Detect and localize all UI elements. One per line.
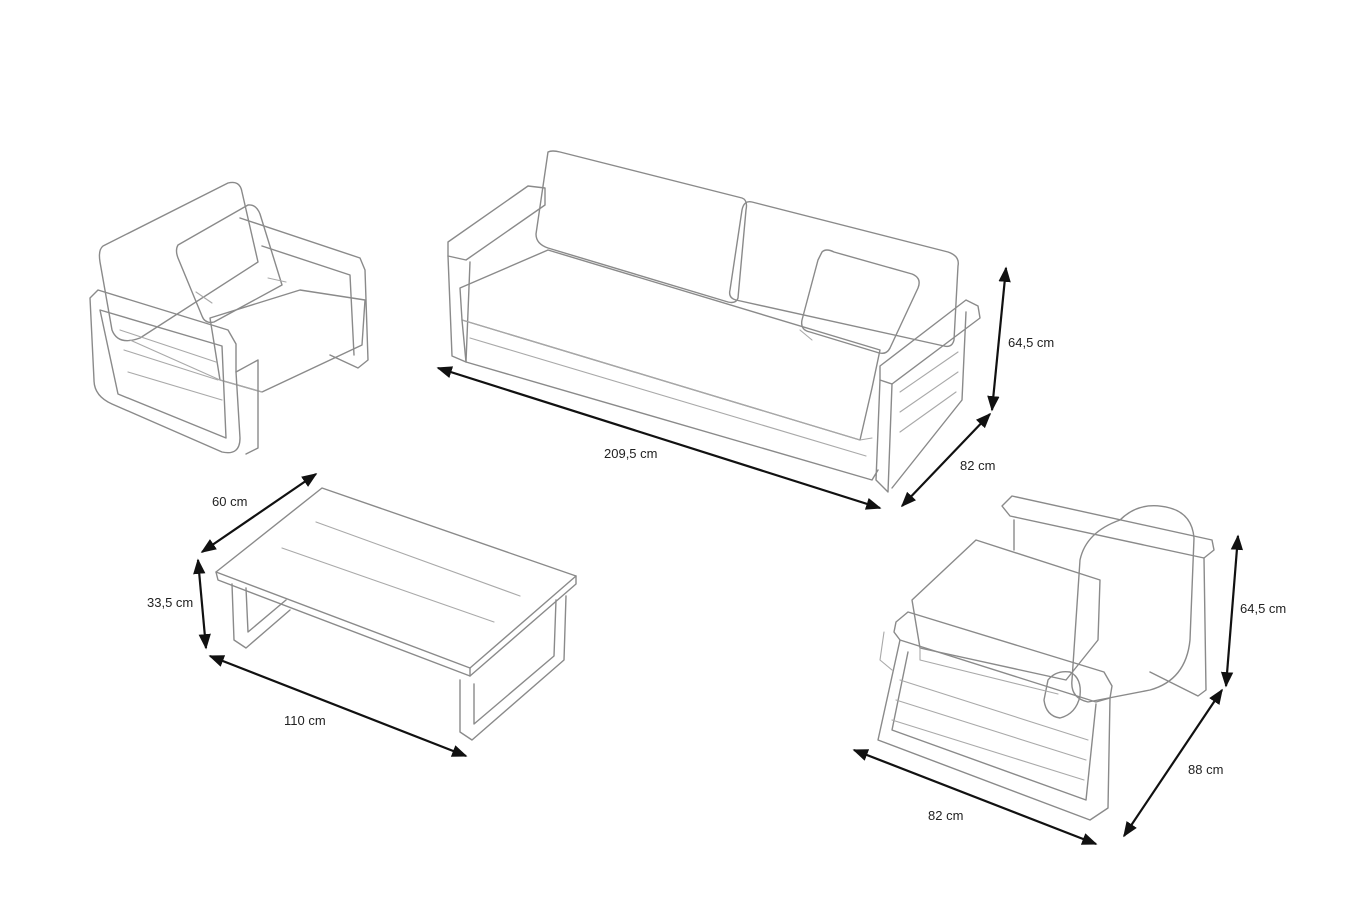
- armchair-height-label: 64,5 cm: [1240, 601, 1286, 616]
- armchair-height-arrow: [1220, 534, 1244, 688]
- sofa-width-label: 209,5 cm: [604, 446, 657, 461]
- dimension-lines: [193, 266, 1244, 846]
- armchair-right-drawing: [877, 495, 1215, 821]
- table-depth-arrow: [200, 473, 318, 553]
- sofa-width-arrow: [436, 366, 882, 510]
- sofa-height-arrow: [987, 266, 1011, 412]
- armchair-depth-arrow: [1123, 688, 1223, 838]
- dimension-labels: 209,5 cm 82 cm 64,5 cm 60 cm 33,5 cm 110…: [147, 335, 1286, 823]
- coffee-table-drawing: [215, 487, 577, 741]
- table-height-arrow: [193, 558, 211, 650]
- table-width-label: 110 cm: [284, 713, 326, 728]
- armchair-depth-label: 88 cm: [1188, 762, 1223, 777]
- armchair-width-arrow: [852, 748, 1098, 846]
- table-width-arrow: [208, 654, 468, 758]
- table-depth-label: 60 cm: [212, 494, 247, 509]
- armchair-left-drawing: [89, 181, 369, 455]
- armchair-width-label: 82 cm: [928, 808, 963, 823]
- sofa-drawing: [447, 150, 981, 493]
- sofa-depth-label: 82 cm: [960, 458, 995, 473]
- sofa-height-label: 64,5 cm: [1008, 335, 1054, 350]
- table-height-label: 33,5 cm: [147, 595, 193, 610]
- sofa-depth-arrow: [900, 412, 992, 508]
